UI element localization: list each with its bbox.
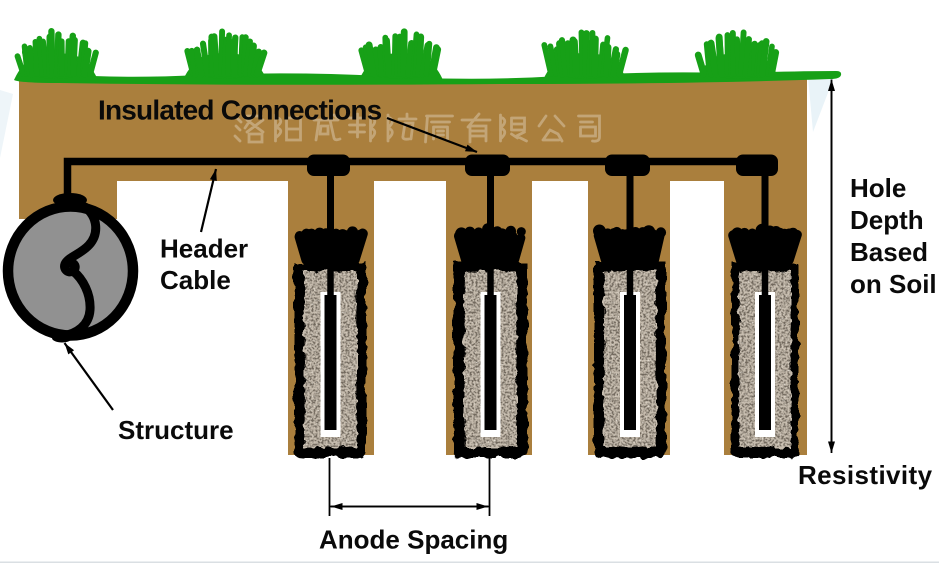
svg-text:Header: Header [160, 234, 248, 264]
svg-text:Based: Based [850, 237, 928, 267]
svg-text:Hole: Hole [850, 173, 906, 203]
svg-text:Structure: Structure [118, 415, 234, 445]
svg-text:on Soil: on Soil [850, 269, 937, 299]
svg-text:Insulated Connections: Insulated Connections [98, 95, 382, 126]
svg-text:Cable: Cable [160, 265, 231, 295]
svg-text:Depth: Depth [850, 205, 924, 235]
svg-text:Resistivity: Resistivity [798, 460, 933, 490]
svg-text:Anode Spacing: Anode Spacing [319, 525, 508, 555]
